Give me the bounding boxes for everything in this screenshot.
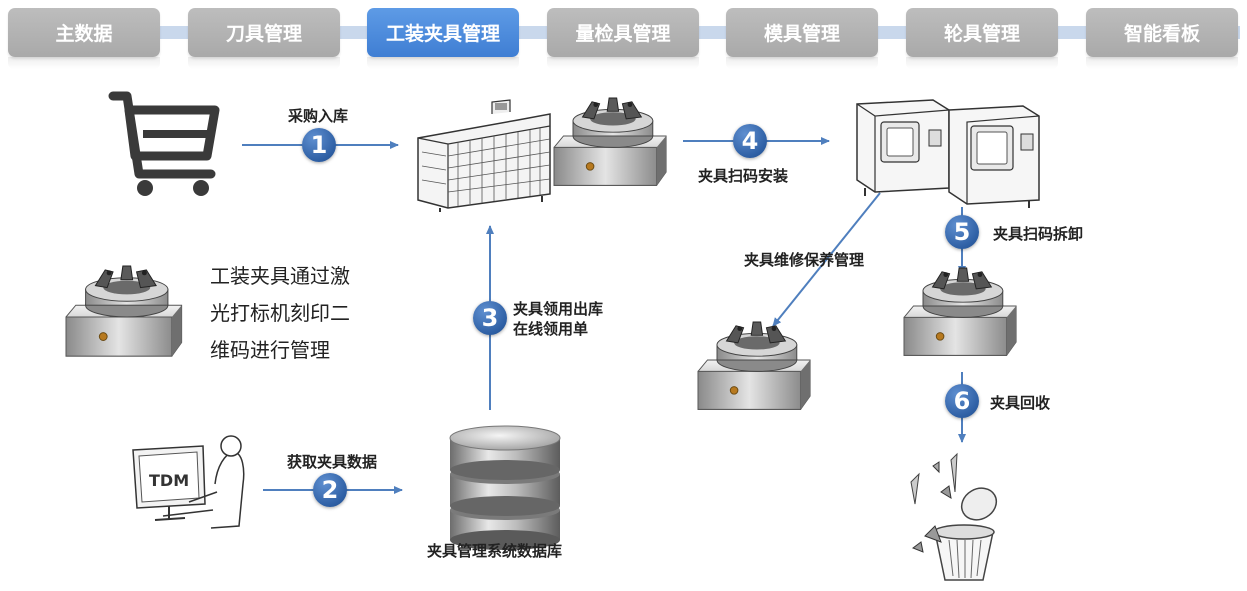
step-6-label: 夹具回收 — [990, 394, 1051, 412]
tab-wheel-management[interactable]: 轮具管理 — [906, 8, 1058, 57]
fixture-dismantled-icon — [903, 267, 1017, 356]
step-4-badge: 4 — [733, 124, 767, 158]
step-6-badge: 6 — [945, 384, 979, 418]
fixture-maintenance-icon — [697, 321, 811, 410]
step-5-label: 夹具扫码拆卸 — [993, 225, 1084, 243]
tdm-text: TDM — [149, 471, 189, 490]
description-line-2: 光打标机刻印二 — [210, 301, 350, 325]
arrow-maintenance — [772, 192, 881, 327]
tab-master-data[interactable]: 主数据 — [8, 8, 160, 57]
step-2-badge: 2 — [313, 473, 347, 507]
tab-smart-dashboard[interactable]: 智能看板 — [1086, 8, 1238, 57]
database-icon — [449, 425, 561, 550]
top-navigation: 主数据 刀具管理 工装夹具管理 量检具管理 模具管理 轮具管理 智能看板 — [0, 0, 1247, 70]
step-5-badge: 5 — [945, 215, 979, 249]
step-4-label: 夹具扫码安装 — [698, 167, 789, 185]
description-line-1: 工装夹具通过激 — [210, 264, 350, 288]
database-label: 夹具管理系统数据库 — [427, 542, 563, 560]
tab-fixture-management[interactable]: 工装夹具管理 — [367, 8, 519, 57]
recycle-bin-icon — [910, 452, 998, 581]
step-2-label: 获取夹具数据 — [287, 453, 378, 471]
step-1-label: 采购入库 — [288, 107, 349, 125]
step-3-badge: 3 — [473, 301, 507, 335]
tab-gauge-management[interactable]: 量检具管理 — [547, 8, 699, 57]
storage-cabinet-icon — [417, 99, 551, 212]
fixture-laser-marked-icon — [65, 265, 183, 357]
step-3-label-line2: 在线领用单 — [513, 320, 589, 338]
step-1-badge: 1 — [302, 128, 336, 162]
shopping-cart-icon — [108, 91, 220, 196]
tdm-terminal-icon: TDM — [132, 435, 245, 529]
tab-tool-management[interactable]: 刀具管理 — [188, 8, 340, 57]
tab-mold-management[interactable]: 模具管理 — [726, 8, 878, 57]
fixture-at-storage-icon — [553, 97, 667, 186]
cnc-machine-icon — [856, 99, 1040, 208]
step-3-label-line1: 夹具领用出库 — [513, 300, 604, 318]
description-line-3: 维码进行管理 — [210, 338, 330, 362]
maintenance-label: 夹具维修保养管理 — [744, 251, 865, 269]
